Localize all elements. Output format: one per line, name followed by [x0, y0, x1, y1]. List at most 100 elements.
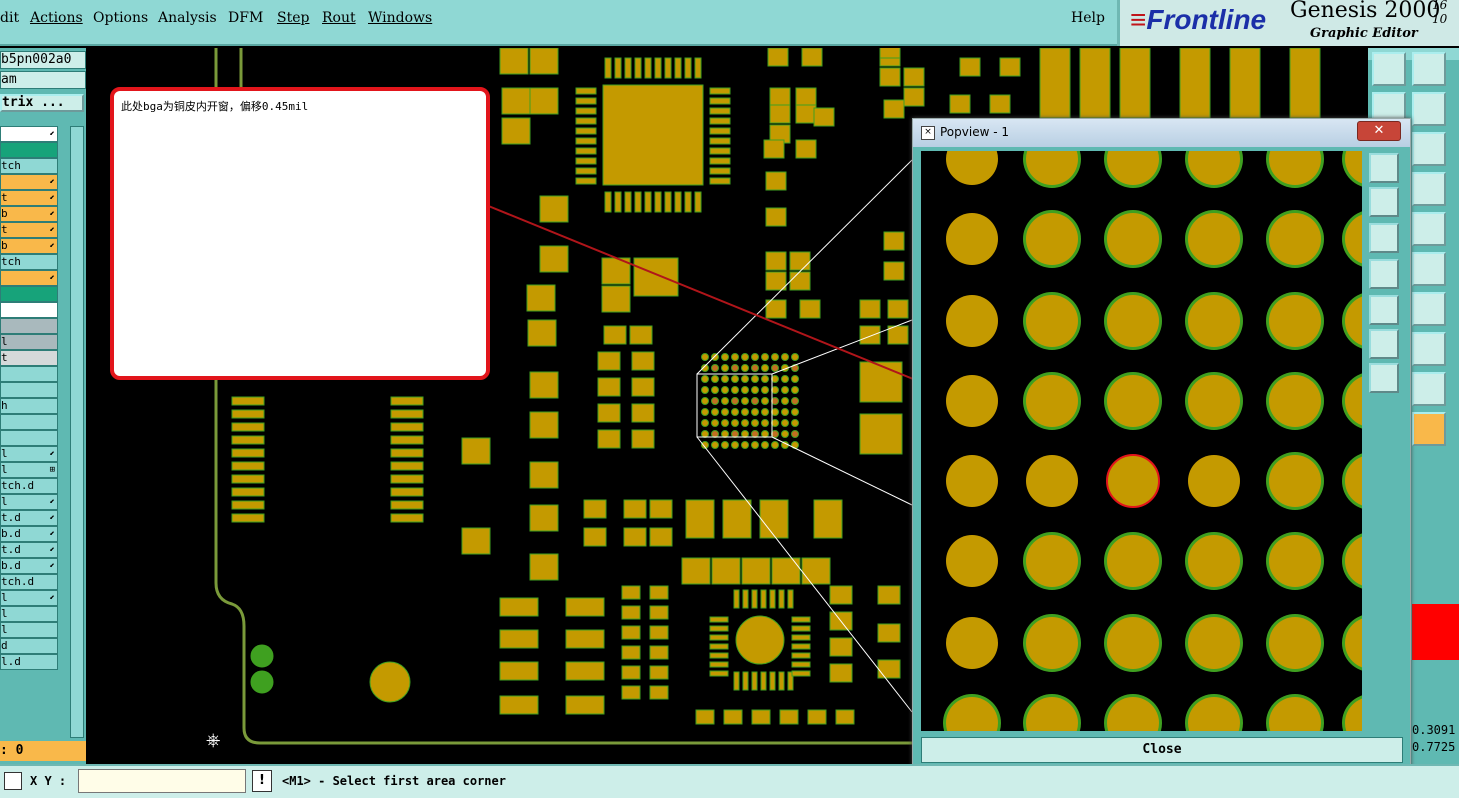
layer-arrow-icon[interactable]: ⬋ — [49, 177, 55, 187]
step-name[interactable]: am — [0, 71, 86, 89]
layer-row[interactable]: l⬋ — [0, 494, 58, 510]
layer-row[interactable]: b.d⬋ — [0, 558, 58, 574]
layer-row[interactable]: ⬋ — [0, 270, 58, 286]
connector-pad — [231, 422, 265, 432]
smd-pad — [649, 605, 669, 620]
popview-tool-left[interactable] — [1369, 259, 1399, 289]
layer-row[interactable]: ⬋ — [0, 126, 58, 142]
cross-button[interactable] — [1412, 252, 1446, 286]
popview-tool-zoom[interactable] — [1369, 153, 1399, 183]
layer-arrow-icon[interactable]: ⬋ — [49, 193, 55, 203]
layer-arrow-icon[interactable]: ⊞ — [49, 465, 55, 475]
bga-ball — [771, 353, 779, 361]
layer-arrow-icon[interactable]: ⬋ — [49, 545, 55, 555]
layer-row[interactable]: l⬋ — [0, 590, 58, 606]
qfn-pin — [575, 157, 597, 165]
close-icon[interactable]: ✕ — [1357, 121, 1401, 141]
printer-icon[interactable] — [4, 772, 22, 790]
smd-pad — [499, 695, 539, 715]
layer-row[interactable]: tch.d — [0, 478, 58, 494]
popview-titlebar[interactable]: × Popview - 1 ✕ — [913, 119, 1410, 147]
ruler-button[interactable] — [1412, 332, 1446, 366]
popview-tool-fit[interactable] — [1369, 329, 1399, 359]
layer-row[interactable]: l.d — [0, 654, 58, 670]
layer-row[interactable]: l — [0, 622, 58, 638]
menu-actions[interactable]: Actions — [30, 10, 83, 26]
layer-arrow-icon[interactable]: ⬋ — [49, 225, 55, 235]
layer-row[interactable]: b⬋ — [0, 206, 58, 222]
measure-button[interactable] — [1412, 172, 1446, 206]
layer-row[interactable]: t.d⬋ — [0, 542, 58, 558]
layer-row[interactable]: t⬋ — [0, 222, 58, 238]
layer-row[interactable]: tch — [0, 254, 58, 270]
menu-edit[interactable]: dit — [0, 10, 20, 26]
layer-row[interactable] — [0, 302, 58, 318]
layer-row[interactable]: d — [0, 638, 58, 654]
layer-arrow-icon[interactable]: ⬋ — [49, 449, 55, 459]
zoom-home-button[interactable] — [1372, 52, 1406, 86]
menu-rout[interactable]: Rout — [322, 10, 356, 26]
layer-arrow-icon[interactable]: ⬋ — [49, 273, 55, 283]
pcb-board[interactable]: ⎈ — [86, 39, 1368, 764]
bga-ball — [751, 364, 759, 372]
layer-arrow-icon[interactable]: ⬋ — [49, 497, 55, 507]
layer-row[interactable]: t — [0, 350, 58, 366]
layer-row[interactable] — [0, 430, 58, 446]
layer-row[interactable]: t⬋ — [0, 190, 58, 206]
bga-pad — [1026, 617, 1078, 669]
layer-row[interactable]: b.d⬋ — [0, 526, 58, 542]
layer-row[interactable] — [0, 318, 58, 334]
matrix-button[interactable]: trix ... — [0, 94, 84, 112]
layer-row[interactable]: l⊞ — [0, 462, 58, 478]
layer-arrow-icon[interactable]: ⬋ — [49, 561, 55, 571]
popview-tool-center[interactable] — [1369, 363, 1399, 393]
popview-canvas[interactable] — [921, 151, 1362, 731]
pan-down-button[interactable] — [1412, 52, 1446, 86]
layer-arrow-icon[interactable]: ⬋ — [49, 129, 55, 139]
bga-ball — [761, 441, 769, 449]
menu-options[interactable]: Options — [93, 10, 149, 26]
layer-arrow-icon[interactable]: ⬋ — [49, 209, 55, 219]
layer-row[interactable]: tch.d — [0, 574, 58, 590]
bga-ball — [701, 419, 709, 427]
layer-arrow-icon[interactable]: ⬋ — [49, 593, 55, 603]
menu-step[interactable]: Step — [277, 10, 310, 26]
triangle-button[interactable] — [1412, 372, 1446, 406]
layer-row[interactable]: tch — [0, 158, 58, 174]
layer-row[interactable]: l — [0, 334, 58, 350]
layer-arrow-icon[interactable]: ⬋ — [49, 513, 55, 523]
layer-arrow-icon[interactable]: ⬋ — [49, 529, 55, 539]
layer-row[interactable]: b⬋ — [0, 238, 58, 254]
layer-row[interactable] — [0, 286, 58, 302]
xy-input[interactable] — [78, 769, 246, 793]
layer-label: h — [1, 399, 8, 412]
menu-windows[interactable]: Windows — [368, 10, 433, 26]
pan-right-button[interactable] — [1412, 92, 1446, 126]
layer-row[interactable] — [0, 366, 58, 382]
draw-line-button[interactable] — [1412, 292, 1446, 326]
menu-analysis[interactable]: Analysis — [158, 10, 217, 26]
zoom-guide-line — [771, 436, 913, 506]
snap-button[interactable] — [1412, 212, 1446, 246]
layer-scrollbar[interactable] — [70, 126, 84, 738]
layer-row[interactable]: t.d⬋ — [0, 510, 58, 526]
layer-row[interactable] — [0, 142, 58, 158]
layer-row[interactable] — [0, 382, 58, 398]
layer-row[interactable] — [0, 414, 58, 430]
layer-row[interactable]: h — [0, 398, 58, 414]
zoom-area-button[interactable] — [1412, 132, 1446, 166]
popview-tool-up[interactable] — [1369, 187, 1399, 217]
popview-tool-right[interactable] — [1369, 295, 1399, 325]
close-button[interactable]: Close — [921, 737, 1403, 763]
origin-icon: ⎈ — [206, 730, 220, 751]
layer-arrow-icon[interactable]: ⬋ — [49, 241, 55, 251]
menu-dfm[interactable]: DFM — [228, 10, 264, 26]
job-name[interactable]: b5pn002a0 — [0, 51, 86, 69]
alert-icon[interactable]: ! — [252, 770, 272, 792]
select-pointer-button[interactable] — [1412, 412, 1446, 446]
layer-row[interactable]: l⬋ — [0, 446, 58, 462]
layer-row[interactable]: ⬋ — [0, 174, 58, 190]
layer-row[interactable]: l — [0, 606, 58, 622]
popview-tool-down[interactable] — [1369, 223, 1399, 253]
menu-help[interactable]: Help — [1071, 10, 1105, 26]
